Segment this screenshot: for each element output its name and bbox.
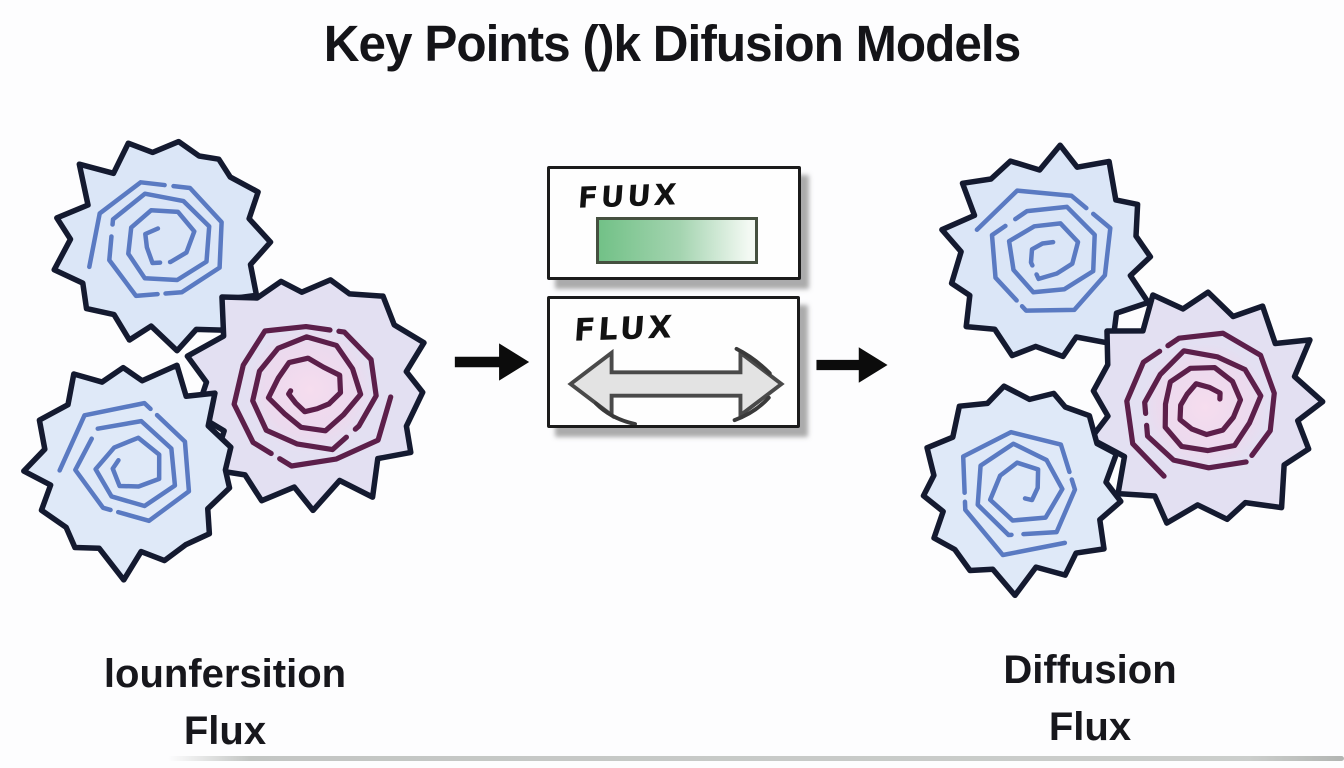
arrow-right-icon: [454, 343, 530, 381]
noise-cluster-right: [920, 142, 1326, 599]
left-caption-line1: lounfersition: [103, 652, 347, 696]
purple-rose-scribble-icon: [1088, 289, 1326, 526]
right-caption-line2: Flux: [1048, 705, 1132, 749]
blue-rose-scribble-icon: [51, 138, 274, 354]
left-caption-line2: Flux: [183, 709, 267, 753]
noise-cluster-left: [21, 138, 427, 583]
blue-rose-scribble-icon: [21, 362, 234, 583]
purple-rose-scribble-icon: [184, 277, 427, 514]
arrow-right-icon: [816, 347, 888, 383]
left-cluster-caption: lounfersition Flux: [40, 646, 410, 760]
flux-meter-panel: FUUX: [547, 166, 801, 280]
flux-arrow-panel: FLUX: [547, 296, 800, 428]
double-arrow-icon: [567, 346, 785, 425]
page-title: Key Points ()k Difusion Models: [323, 15, 1022, 72]
right-caption-line1: Diffusion: [1003, 648, 1177, 692]
blue-rose-scribble-icon: [939, 142, 1154, 360]
right-cluster-caption: Diffusion Flux: [930, 642, 1250, 756]
bottom-divider: [168, 756, 1344, 761]
blue-rose-scribble-icon: [920, 383, 1124, 599]
flux-gradient-bar: [596, 217, 758, 264]
flux-meter-label: FUUX: [576, 177, 681, 215]
